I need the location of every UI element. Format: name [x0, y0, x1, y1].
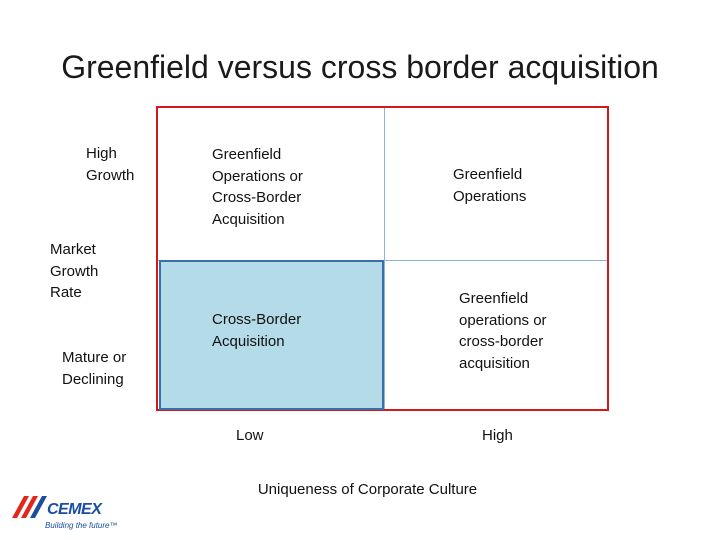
matrix-vertical-divider — [384, 108, 385, 409]
x-axis-low-label: Low — [236, 427, 264, 444]
quadrant-bottom-right-text: Greenfield operations or cross-border ac… — [459, 290, 547, 372]
y-axis-title: Market Growth Rate — [50, 241, 99, 301]
highlighted-quadrant — [159, 260, 384, 410]
y-axis-high-label: High Growth — [86, 145, 135, 184]
x-axis-title: Uniqueness of Corporate Culture — [257, 481, 478, 498]
x-axis-high-label: High — [482, 427, 513, 444]
slide-title: Greenfield versus cross border acquisiti… — [61, 49, 659, 85]
y-axis-low-label: Mature or Declining — [62, 349, 127, 388]
quadrant-top-right-text: Greenfield Operations — [453, 166, 527, 205]
logo-wordmark: CEMEX — [47, 501, 103, 518]
quadrant-bottom-left-text: Cross-Border Acquisition — [212, 311, 302, 350]
quadrant-top-left-text: Greenfield Operations or Cross-Border Ac… — [212, 146, 303, 228]
cemex-logo: CEMEX — [12, 496, 104, 518]
logo-tagline: Building the future™ — [45, 521, 118, 530]
